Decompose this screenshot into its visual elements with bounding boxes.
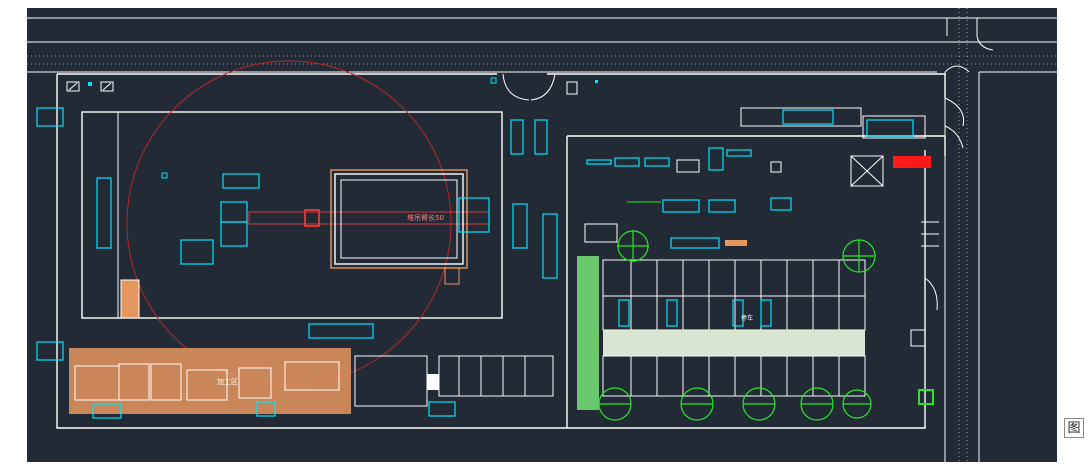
gate-right [910,277,938,405]
parking-label: 停车 [741,314,753,322]
central-building: 塔吊臂长50 [330,169,490,285]
parking-drive [603,330,865,356]
site-plan-drawing: 塔吊臂长50 加工区 [27,8,1057,462]
crane-arm [248,211,490,225]
equipment-middle [490,77,598,279]
parking-bottom-center [354,355,554,407]
meter-icons [66,81,114,92]
workshop-equipment [584,147,939,249]
processing-pad: 加工区 [69,279,351,414]
equipment-left [36,107,374,361]
green-belt [577,256,599,410]
equipment-bottom [92,401,456,419]
top-road [27,17,1057,73]
crane-radius-circle [126,60,452,386]
side-label[interactable]: 图 [1064,418,1084,438]
parking-area: 停车 [602,259,866,397]
cad-viewport[interactable]: 塔吊臂长50 加工区 [27,8,1057,462]
crane-label: 塔吊臂长50 [407,213,444,222]
trees [598,230,876,421]
equipment-top-right [740,107,931,187]
pad-label: 加工区 [217,377,238,386]
right-road [944,8,994,462]
left-strip [81,111,119,319]
